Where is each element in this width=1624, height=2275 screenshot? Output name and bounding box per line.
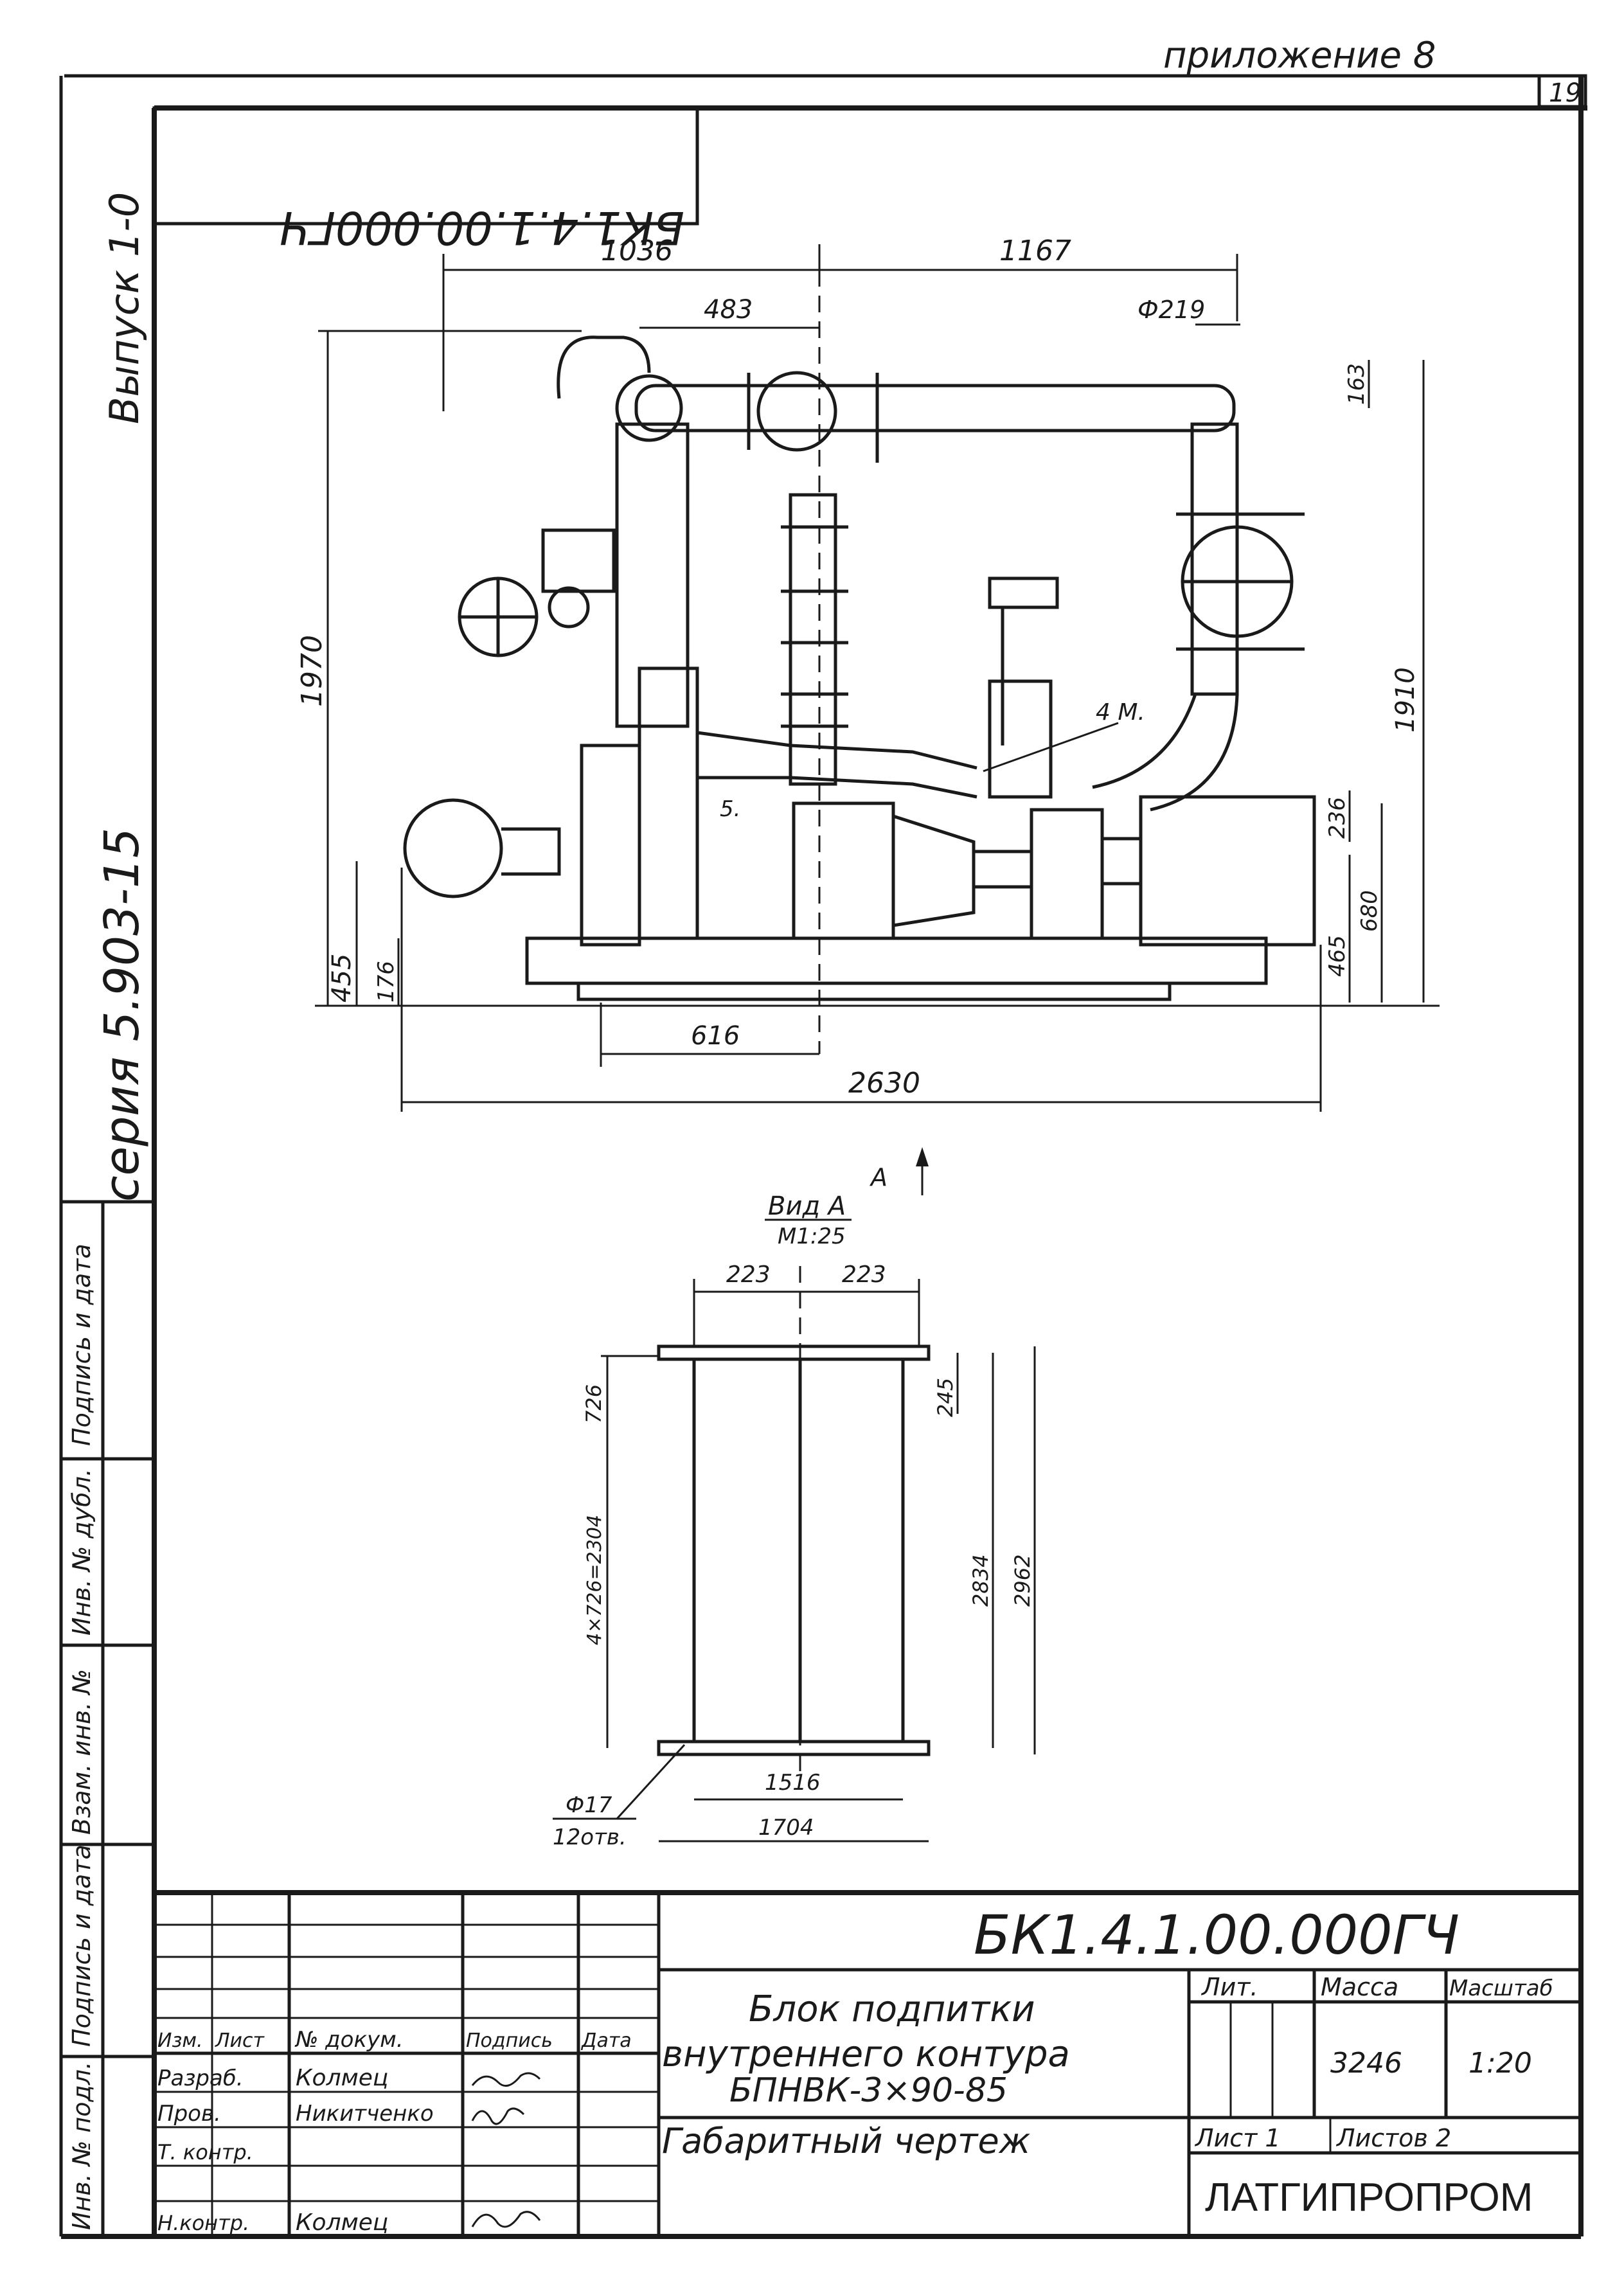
title-line-3: БПНВК-3×90-85 [729,2071,1008,2110]
filter-left [403,798,503,898]
transition-pipe [697,731,977,770]
dim-2834: 2834 [968,1555,993,1607]
header-cell: Подпись [466,2030,553,2052]
motor [1139,795,1316,947]
row-name: Колмец [296,2209,388,2236]
dim-1036: 1036 [601,235,673,267]
mass-value: 3246 [1330,2047,1402,2080]
dim-236: 236 [1325,797,1350,839]
dim-465: 465 [1325,935,1350,977]
title-line-1: Блок подпитки [749,1988,1035,2030]
top-code-stamp: БК1.4.1.00.000ГЧ [280,201,684,254]
view-a-arrow: А [869,1147,929,1195]
page-number: 19 [1549,78,1582,108]
header-cell: Дата [580,2030,632,2052]
side-stamp-field: Взам. инв. № [67,1669,96,1835]
signature-checker [471,2107,525,2125]
valve-top [756,371,837,452]
side-stamp-field: Подпись и дата [67,1844,96,2047]
dim-223-right: 223 [842,1262,886,1288]
view-a-title: Вид А [768,1191,846,1221]
dim-680: 680 [1357,890,1382,932]
side-stamp-strip: Подпись и дата Инв. № дубл. Взам. инв. №… [61,1200,154,2236]
header-cell: Изм. [157,2030,203,2052]
dim-1516: 1516 [765,1770,821,1796]
main-dimensions: 1036 1167 483 Ф219 163 1970 1910 455 176… [296,235,1440,1112]
signature-developer [471,2072,541,2087]
header-cell: № докум. [294,2027,404,2053]
header-cell: Лист [215,2030,265,2052]
dim-2962: 2962 [1010,1555,1035,1607]
title-block: Изм. Лист № докум. Подпись Дата Разраб. … [154,1890,1581,2236]
dim-1167: 1167 [999,235,1071,267]
series-label: серия 5.903-15 [94,828,150,1202]
lit-label: Лит. [1200,1973,1258,2001]
bypass-loop [557,335,651,399]
dim-455: 455 [327,954,357,1003]
dim-2630: 2630 [848,1067,920,1100]
mass-label: Масса [1321,1973,1398,2001]
side-stamp-field: Инв. № подл. [67,2062,96,2230]
sheets-label: Листов 2 [1335,2124,1451,2152]
appendix-label: приложение 8 [1163,35,1436,76]
plan-top-beam [657,1344,931,1361]
sheet-label: Лист 1 [1194,2124,1281,2152]
pump-column [789,493,837,786]
base-lower [576,981,1172,1001]
holes-diameter: Ф17 [566,1792,612,1818]
bend-right [1150,693,1239,812]
holes-count: 12отв. [553,1824,627,1850]
dim-pipe-diameter: Ф219 [1138,296,1205,324]
callout-4m: 4 М. [1096,699,1145,726]
dim-223-left: 223 [726,1262,771,1288]
signature-norm-control [471,2211,541,2228]
dim-483: 483 [704,295,753,325]
view-a: Вид А М1:25 223 223 726 4×726=2304 245 2… [553,1191,1036,1850]
row-role: Н.контр. [157,2211,249,2235]
coupling-box [1030,808,1104,940]
scale-value: 1:20 [1468,2047,1532,2080]
issue-label: Выпуск 1-0 [101,192,148,424]
title-line-4: Габаритный чертеж [662,2121,1031,2161]
view-arrow-label: А [869,1163,888,1191]
top-pipe [634,384,1236,433]
row-role: Т. контр. [157,2140,253,2164]
left-riser [615,422,690,728]
dim-616: 616 [691,1021,740,1051]
side-stamp-field: Инв. № дубл. [67,1468,96,1636]
dim-726: 726 [582,1384,606,1423]
dim-pitch-total: 4×726=2304 [584,1515,606,1645]
organization: ЛАТГИПРОПРОМ [1205,2175,1533,2220]
instrument-box [988,576,1059,609]
elbow-top-left [615,374,683,442]
dim-1910: 1910 [1391,667,1420,733]
document-code: БК1.4.1.00.000ГЧ [974,1904,1459,1967]
dim-1704: 1704 [758,1815,814,1841]
pump-cone [891,814,976,927]
side-stamp-field: Подпись и дата [67,1244,96,1446]
pump-left [580,744,641,947]
top-code-stamp-box [152,106,699,226]
dim-1970: 1970 [296,635,328,707]
dim-163: 163 [1344,363,1370,405]
dim-245: 245 [933,1378,958,1417]
pump-left-casing [638,666,699,940]
row-role: Пров. [157,2101,221,2127]
right-riser [1190,422,1239,696]
plan-bottom-beam [657,1740,931,1756]
view-a-scale: М1:25 [778,1224,846,1249]
row-name: Колмец [296,2065,388,2091]
actuator-box [541,528,616,593]
scale-label: Масштаб [1449,1976,1553,2001]
callout-5: 5. [720,796,740,822]
row-role: Разраб. [157,2065,244,2091]
dim-176: 176 [373,961,399,1003]
title-line-2: внутреннего контура [662,2033,1070,2075]
main-view [403,244,1316,1054]
pump-center [792,801,895,940]
row-name: Никитченко [296,2101,434,2127]
revision-grid [154,1893,659,2236]
bend-right [1092,693,1197,789]
